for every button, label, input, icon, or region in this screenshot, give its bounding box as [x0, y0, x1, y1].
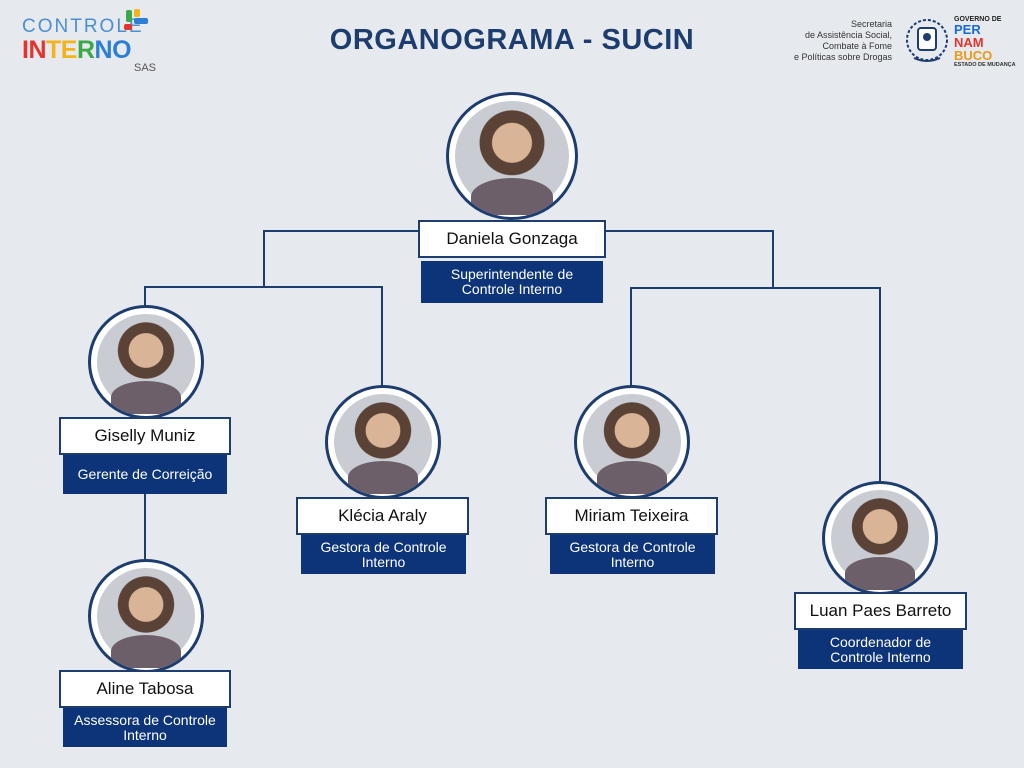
person-name: Klécia Araly: [296, 497, 469, 535]
person-role: Gestora de Controle Interno: [550, 535, 715, 574]
government-logo: Secretaria de Assistência Social, Combat…: [776, 16, 1020, 72]
secretaria-line: Secretaria: [850, 19, 892, 29]
state-crest-icon: [906, 19, 948, 62]
logo-line1: CONTROLE: [22, 16, 144, 37]
avatar: [88, 305, 204, 419]
controle-interno-logo: CONTROLE INTERNO SAS: [22, 8, 162, 74]
logo-line2: INTERNO: [22, 36, 132, 64]
page-title: ORGANOGRAMA - SUCIN: [329, 24, 695, 56]
secretaria-line: de Assistência Social,: [804, 30, 892, 40]
person-role: Gerente de Correição: [63, 455, 227, 494]
secretaria-line: e Políticas sobre Drogas: [793, 52, 892, 62]
person-role: Coordenador de Controle Interno: [798, 630, 963, 669]
person-name: Aline Tabosa: [59, 670, 231, 708]
avatar: [822, 481, 938, 595]
connector-line: [606, 230, 774, 386]
avatar: [446, 92, 578, 220]
pernambuco-wordmark: GOVERNO DE PER NAM BUCO ESTADO DE MUDANÇ…: [954, 16, 1024, 68]
person-name: Luan Paes Barreto: [794, 592, 967, 630]
estado-label: ESTADO DE MUDANÇA: [954, 62, 1016, 68]
avatar: [88, 559, 204, 673]
avatar: [574, 385, 690, 499]
person-name: Giselly Muniz: [59, 417, 231, 455]
buco-label: BUCO: [954, 48, 993, 63]
connector-line: [144, 286, 264, 306]
avatar: [325, 385, 441, 499]
secretaria-text: Secretaria de Assistência Social, Combat…: [752, 19, 892, 63]
connector-line: [263, 230, 418, 386]
governo-label: GOVERNO DE: [954, 16, 1002, 23]
person-name: Daniela Gonzaga: [418, 220, 606, 258]
nam-label: NAM: [954, 35, 984, 50]
person-role: Superintendente de Controle Interno: [421, 261, 603, 303]
logo-mark-icon: [124, 9, 148, 30]
secretaria-line: Combate à Fome: [822, 41, 892, 51]
person-role: Assessora de Controle Interno: [63, 708, 227, 747]
person-role: Gestora de Controle Interno: [301, 535, 466, 574]
per-label: PER: [954, 22, 981, 37]
person-name: Miriam Teixeira: [545, 497, 718, 535]
logo-line3: SAS: [134, 62, 157, 74]
connector-line: [773, 287, 881, 482]
